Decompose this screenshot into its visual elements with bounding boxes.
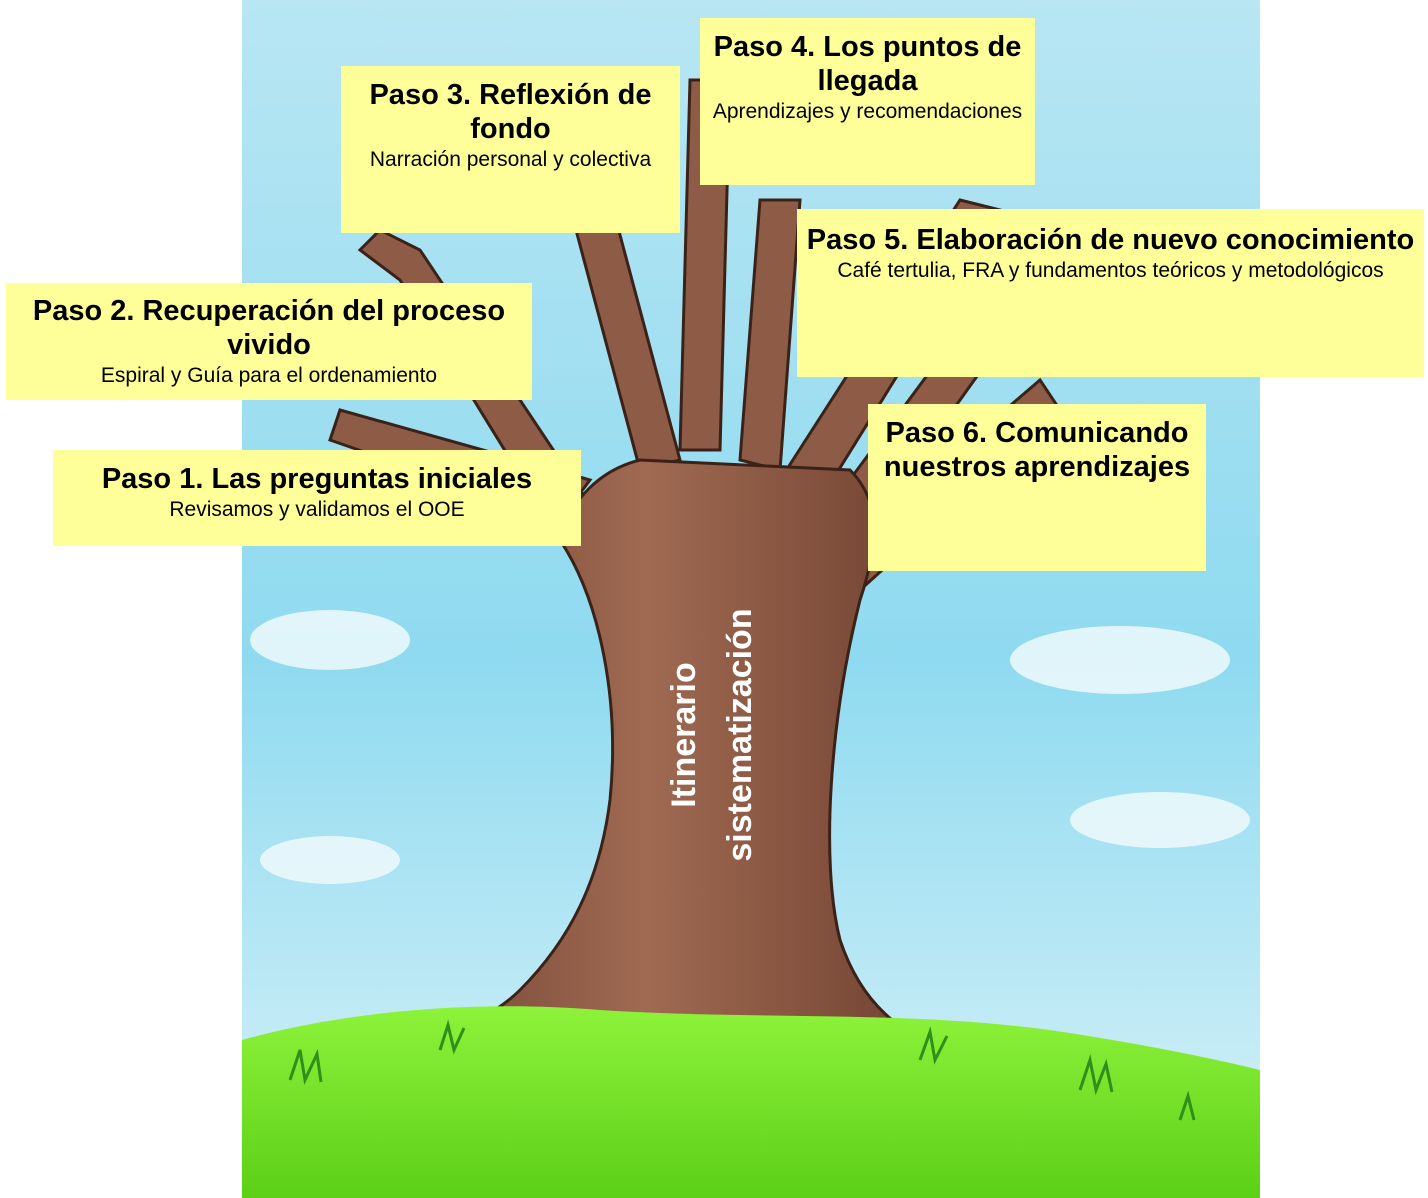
step-4-subtitle: Aprendizajes y recomendaciones <box>712 100 1023 123</box>
step-4-note: Paso 4. Los puntos de llegada Aprendizaj… <box>700 18 1035 185</box>
step-4-title: Paso 4. Los puntos de llegada <box>713 31 1022 97</box>
clouds <box>250 610 1250 884</box>
step-3-note: Paso 3. Reflexión de fondo Narración per… <box>341 66 680 233</box>
step-2-note: Paso 2. Recuperación del proceso vivido … <box>6 283 532 400</box>
step-5-title: Paso 5. Elaboración de nuevo conocimient… <box>806 224 1415 256</box>
trunk-label: Itinerario sistematización <box>656 555 768 915</box>
step-3-title: Paso 3. Reflexión de fondo <box>369 79 652 145</box>
grass-hill <box>242 1006 1260 1198</box>
step-6-note: Paso 6. Comunicando nuestros aprendizaje… <box>868 404 1206 571</box>
grass-tufts <box>288 1019 1196 1121</box>
step-1-note: Paso 1. Las preguntas iniciales Revisamo… <box>53 450 581 546</box>
step-2-subtitle: Espiral y Guía para el ordenamiento <box>100 364 438 387</box>
step-2-title: Paso 2. Recuperación del proceso vivido <box>32 295 506 361</box>
step-5-subtitle: Café tertulia, FRA y fundamentos teórico… <box>837 259 1384 282</box>
trunk-label-line-2: sistematización <box>721 608 759 862</box>
step-6-title: Paso 6. Comunicando nuestros aprendizaje… <box>883 417 1191 483</box>
step-1-title: Paso 1. Las preguntas iniciales <box>101 463 533 495</box>
trunk-label-line-1: Itinerario <box>665 662 703 808</box>
step-5-note: Paso 5. Elaboración de nuevo conocimient… <box>797 209 1424 377</box>
step-3-subtitle: Narración personal y colectiva <box>369 148 652 171</box>
step-1-subtitle: Revisamos y validamos el OOE <box>169 498 465 521</box>
